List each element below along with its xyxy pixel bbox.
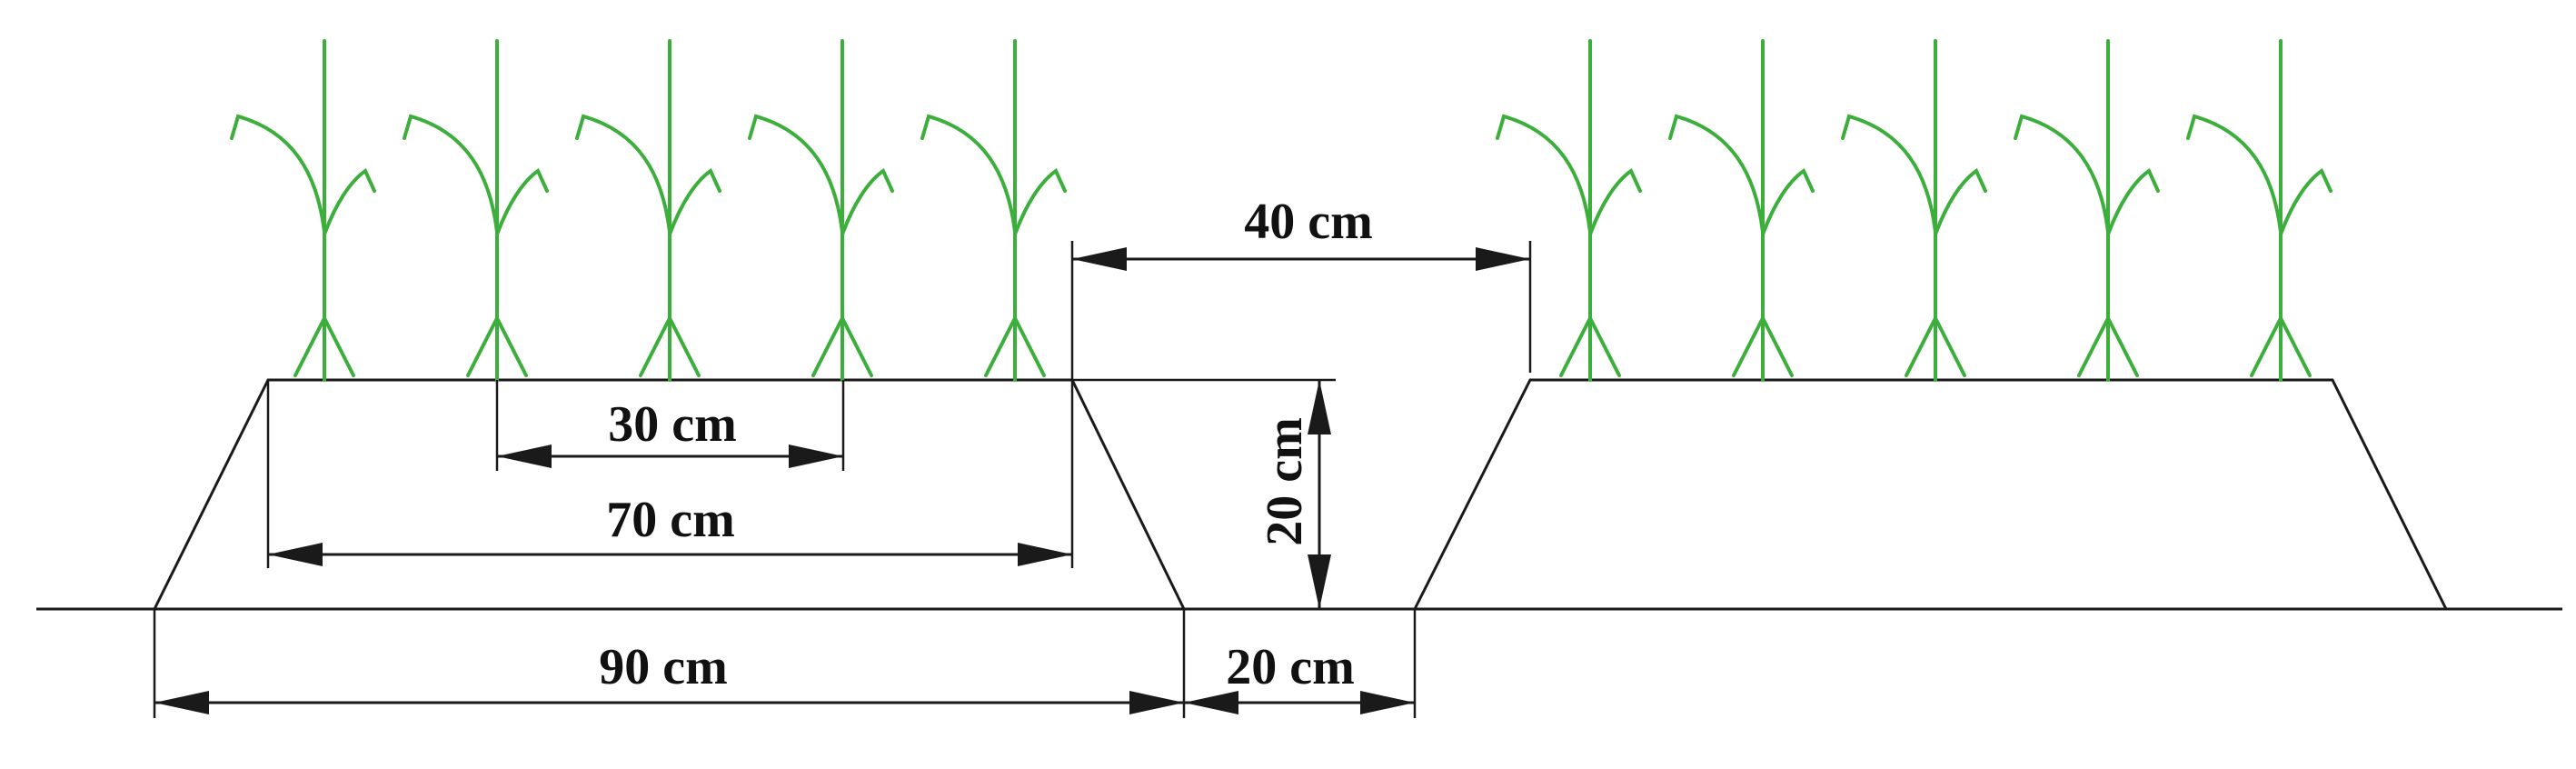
corn-plant-icon	[403, 39, 549, 382]
plant-part	[1732, 316, 1765, 377]
right-ridge-plants	[1496, 39, 2332, 382]
corn-plant-icon	[1496, 39, 1642, 382]
plant-part	[1559, 316, 1592, 377]
plant-part	[1934, 316, 1966, 377]
plant-part	[1841, 114, 1937, 234]
corn-plant-icon	[2186, 39, 2332, 382]
plant-part	[2106, 167, 2160, 236]
plant-part	[466, 316, 499, 377]
plant-part	[2279, 316, 2312, 377]
plant-part	[1668, 114, 1765, 234]
plant-part	[840, 167, 894, 236]
bed-bottom-width-label: 90 cm	[599, 639, 728, 695]
plant-part	[1588, 167, 1642, 236]
plant-part	[1761, 167, 1815, 236]
plant-part	[1905, 316, 1937, 377]
plant-part	[1013, 316, 1046, 377]
plant-part	[1013, 167, 1067, 236]
plant-part	[748, 114, 844, 234]
plant-part	[1761, 316, 1794, 377]
plant-part	[495, 316, 528, 377]
furrow-top-width-label: 40 cm	[1244, 194, 1373, 250]
plant-part	[323, 316, 355, 377]
plant-part	[230, 114, 326, 234]
plant-part	[811, 316, 844, 377]
furrow-bottom-width-label: 20 cm	[1226, 639, 1355, 695]
corn-plant-icon	[748, 39, 894, 382]
plant-part	[293, 316, 326, 377]
plant-part	[920, 114, 1017, 234]
plant-part	[495, 167, 549, 236]
plant-part	[984, 316, 1017, 377]
plant-part	[2106, 316, 2139, 377]
bed-top-width-label: 70 cm	[606, 492, 735, 548]
plant-part	[2077, 316, 2110, 377]
plant-part	[323, 167, 376, 236]
plant-spacing-label: 30 cm	[608, 396, 737, 453]
plant-part	[1496, 114, 1592, 234]
corn-plant-icon	[2014, 39, 2160, 382]
plant-part	[1934, 167, 1987, 236]
plant-part	[639, 316, 671, 377]
plant-part	[1588, 316, 1621, 377]
corn-plant-icon	[575, 39, 721, 382]
plant-part	[2279, 167, 2332, 236]
plant-part	[575, 114, 671, 234]
plant-part	[840, 316, 873, 377]
plant-part	[2186, 114, 2283, 234]
corn-plant-icon	[230, 39, 376, 382]
plant-part	[2250, 316, 2283, 377]
corn-plant-icon	[1841, 39, 1987, 382]
bed-height-label: 20 cm	[1257, 417, 1313, 546]
left-ridge-plants	[230, 39, 1067, 382]
plant-part	[403, 114, 499, 234]
corn-plant-icon	[1668, 39, 1815, 382]
corn-plant-icon	[920, 39, 1067, 382]
plant-part	[668, 167, 721, 236]
plant-part	[668, 316, 701, 377]
plant-part	[2014, 114, 2110, 234]
right-ridge	[1413, 378, 2448, 610]
